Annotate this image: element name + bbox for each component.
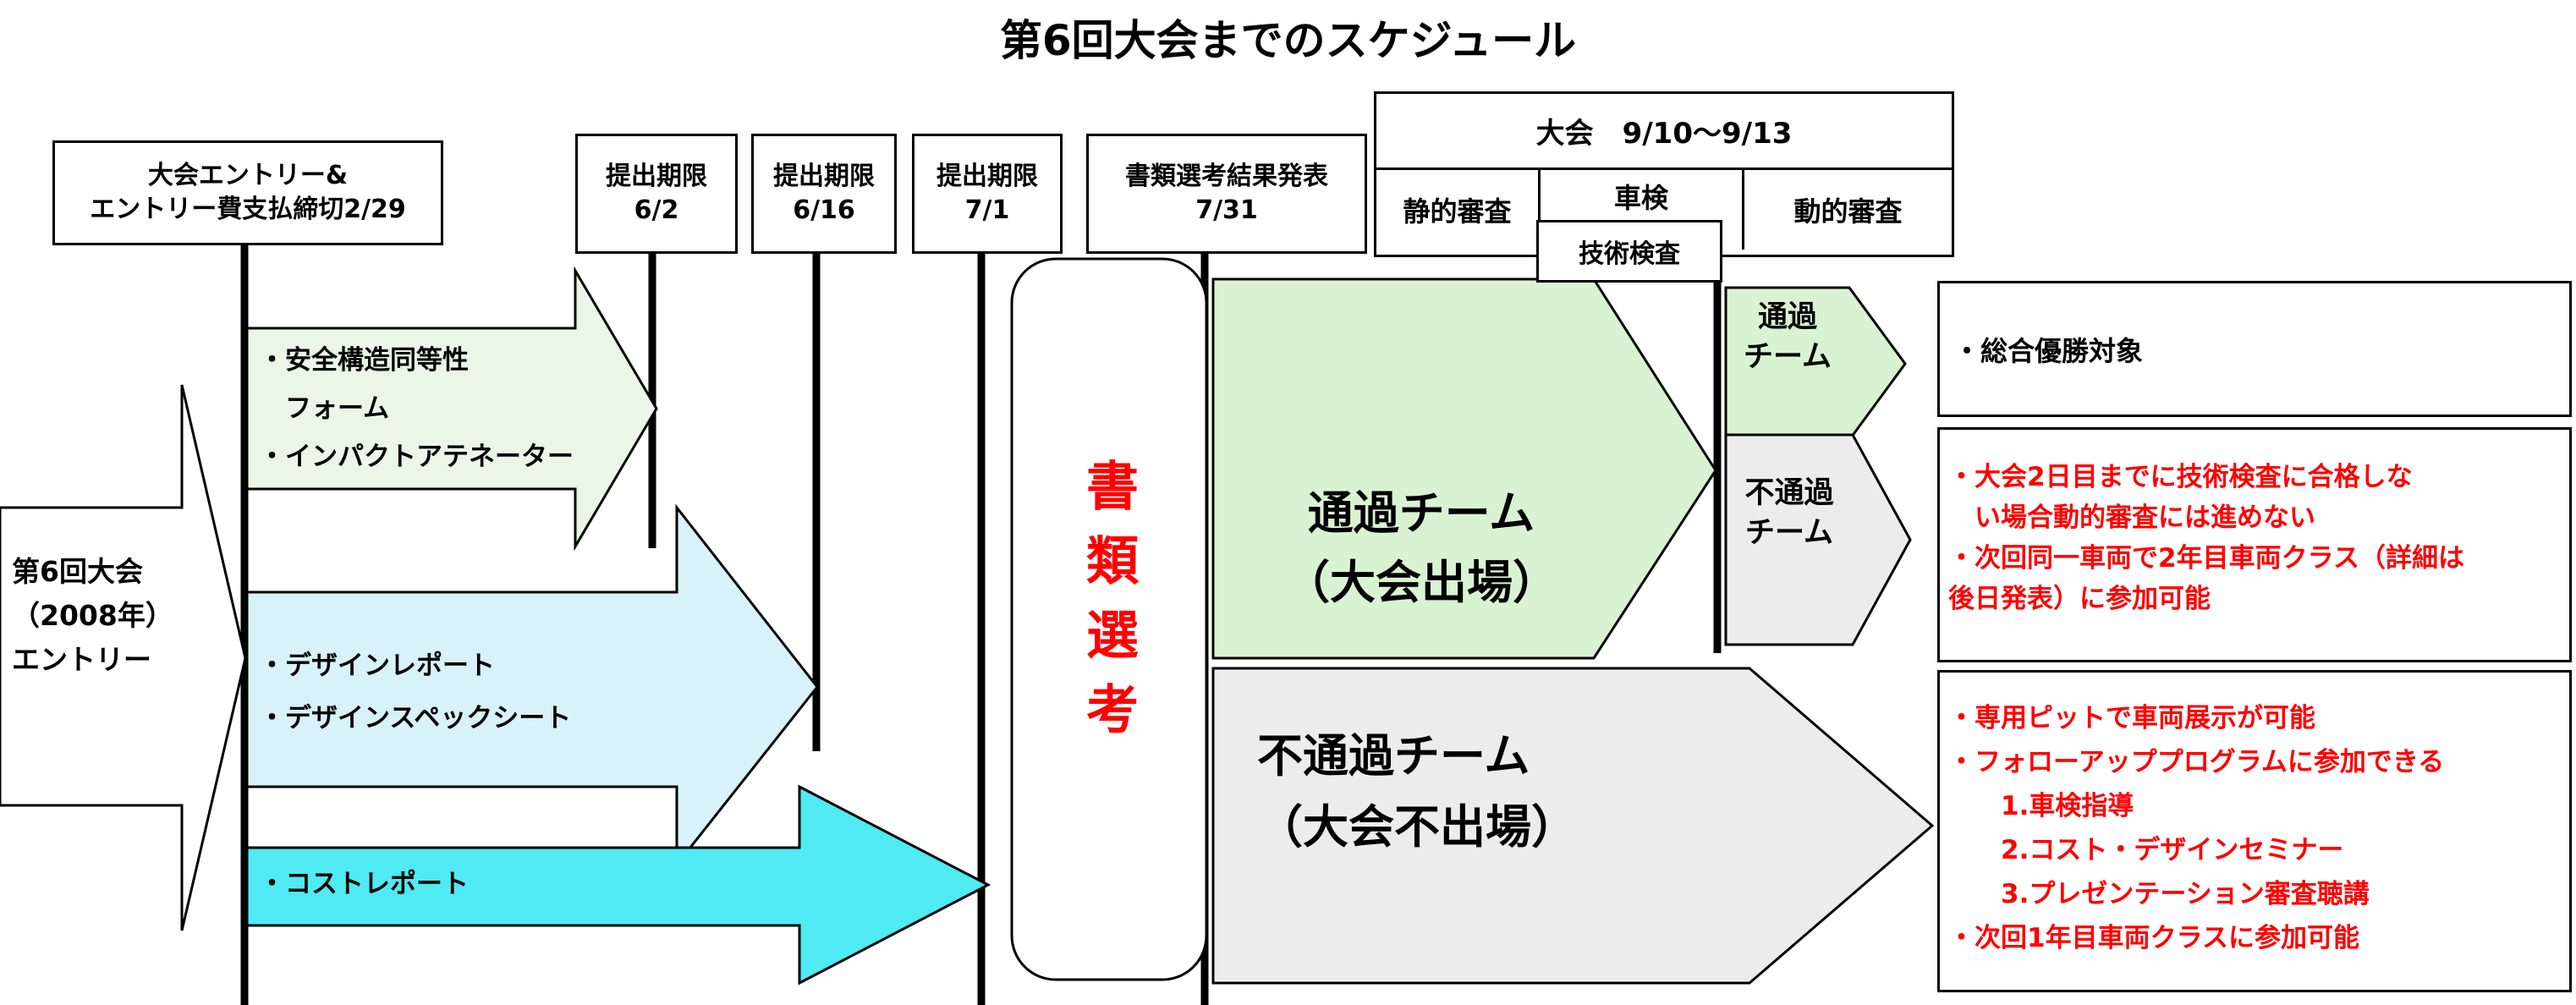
safety-line1: ・安全構造同等性: [259, 345, 469, 376]
milestone-result-box: 書類選考結果発表 7/31: [1086, 134, 1367, 254]
milestone-deadline-6-2-box: 提出期限 6/2: [575, 134, 738, 254]
milestone-deadline-6-16-box: 提出期限 6/16: [751, 134, 897, 254]
safety-line3: ・インパクトアテネーター: [259, 442, 574, 472]
deadline-6-16-date: 6/16: [793, 195, 855, 225]
event-table-header: 大会 9/10～9/13: [1376, 94, 1952, 170]
milestone-entry-box: 大会エントリー& エントリー費支払締切2/29: [52, 140, 443, 245]
fail-small-line2: チーム: [1745, 516, 1833, 550]
milestone-deadline-7-1-box: 提出期限 7/1: [912, 134, 1063, 254]
fail-rule-line: ・次回同一車両で2年目車両クラス（詳細は: [1948, 543, 2464, 574]
fail-arrow-label: 不通過チーム （大会不出場）: [1257, 721, 1577, 863]
design-arrow-label: ・デザインレポート ・デザインスペックシート: [259, 640, 571, 744]
no-entry-line: ・次回1年目車両クラスに参加可能: [1948, 923, 2359, 953]
design-line2: ・デザインスペックシート: [259, 703, 572, 733]
pass-arrow-line1: 通過チーム: [1307, 486, 1535, 540]
no-entry-line: ・専用ピットで車両展示が可能: [1948, 703, 2315, 733]
cost-arrow-label: ・コストレポート: [259, 869, 469, 899]
cost-arrow-shape: [245, 784, 991, 986]
outcome-fail-rules-box: ・大会2日目までに技術検査に合格しな い場合動的審査には進めない ・次回同一車両…: [1937, 427, 2572, 662]
outcome-fail-rules-text: ・大会2日目までに技術検査に合格しな い場合動的審査には進めない ・次回同一車両…: [1940, 430, 2569, 619]
no-entry-line: 3.プレゼンテーション審査聴講: [1948, 879, 2370, 909]
event-table-row: 静的審査 車検 動的審査: [1376, 170, 1952, 250]
fail-small-shape: [1724, 433, 1912, 646]
safety-line2: フォーム: [259, 393, 390, 424]
deadline-6-2-label: 提出期限: [606, 162, 707, 192]
deadline-6-2-date: 6/2: [634, 195, 679, 225]
event-table: 大会 9/10～9/13 静的審査 車検 動的審査: [1374, 91, 1954, 257]
design-arrow-shape: [245, 503, 819, 869]
fail-arrow-shape: [1211, 667, 1935, 985]
fail-arrow-line2: （大会不出場）: [1257, 800, 1577, 854]
fail-rule-line: 後日発表）に参加可能: [1948, 584, 2211, 614]
design-line1: ・デザインレポート: [259, 651, 495, 681]
outcome-no-entry-box: ・専用ピットで車両展示が可能 ・フォローアッププログラムに参加できる 1.車検指…: [1937, 670, 2572, 992]
no-entry-line: 1.車検指導: [1948, 791, 2134, 821]
fail-arrow-line1: 不通過チーム: [1257, 729, 1530, 783]
result-label: 書類選考結果発表: [1125, 162, 1328, 192]
pass-arrow-shape: [1211, 277, 1717, 660]
milestone-entry-line2: エントリー費支払締切2/29: [90, 195, 406, 224]
page-title: 第6回大会までのスケジュール: [999, 16, 1577, 65]
result-date: 7/31: [1195, 195, 1258, 225]
outcome-no-entry-text: ・専用ピットで車両展示が可能 ・フォローアッププログラムに参加できる 1.車検指…: [1940, 673, 2569, 960]
pass-small-line2: チーム: [1744, 340, 1832, 374]
safety-arrow-label: ・安全構造同等性 フォーム ・インパクトアテネーター: [259, 337, 574, 481]
entry-arrow-line2: （2008年）: [12, 599, 173, 632]
pass-small-shape: [1724, 286, 1907, 442]
no-entry-line: ・フォローアッププログラムに参加できる: [1948, 747, 2445, 777]
fail-rule-line: ・大会2日目までに技術検査に合格しな: [1948, 462, 2413, 492]
fail-small-line1: 不通過: [1744, 476, 1834, 510]
fail-small-label: 不通過 チーム: [1724, 474, 1854, 553]
vehicle-inspection-cell: 車検: [1538, 170, 1744, 250]
no-entry-line: 2.コスト・デザインセミナー: [1948, 835, 2344, 865]
entry-arrow-line3: エントリー: [12, 643, 151, 676]
outcome-overall-text: ・総合優勝対象: [1953, 334, 2144, 367]
screening-box: [1010, 257, 1208, 981]
milestone-entry-line1: 大会エントリー&: [147, 161, 349, 191]
entry-arrow-label: 第6回大会 （2008年） エントリー: [12, 550, 173, 682]
safety-arrow-shape: [245, 266, 658, 552]
deadline-7-1-label: 提出期限: [936, 162, 1038, 192]
pass-arrow-line2: （大会出場）: [1284, 556, 1558, 609]
entry-arrow-line1: 第6回大会: [12, 555, 143, 588]
screening-label: 書類選考: [1077, 459, 1139, 756]
entry-arrow-shape: [0, 384, 247, 931]
technical-inspection-box: 技術検査: [1536, 220, 1722, 283]
fail-rule-line: い場合動的審査には進めない: [1948, 502, 2315, 533]
deadline-6-16-label: 提出期限: [773, 162, 875, 192]
pass-arrow-label: 通過チーム （大会出場）: [1218, 479, 1624, 618]
deadline-7-1-date: 7/1: [964, 195, 1010, 225]
pass-small-label: 通過 チーム: [1724, 298, 1851, 377]
static-review-cell: 静的審査: [1403, 195, 1512, 228]
pass-small-line1: 通過: [1757, 300, 1817, 334]
dynamic-review-cell: 動的審査: [1793, 195, 1903, 228]
outcome-overall-box: ・総合優勝対象: [1937, 281, 2572, 417]
